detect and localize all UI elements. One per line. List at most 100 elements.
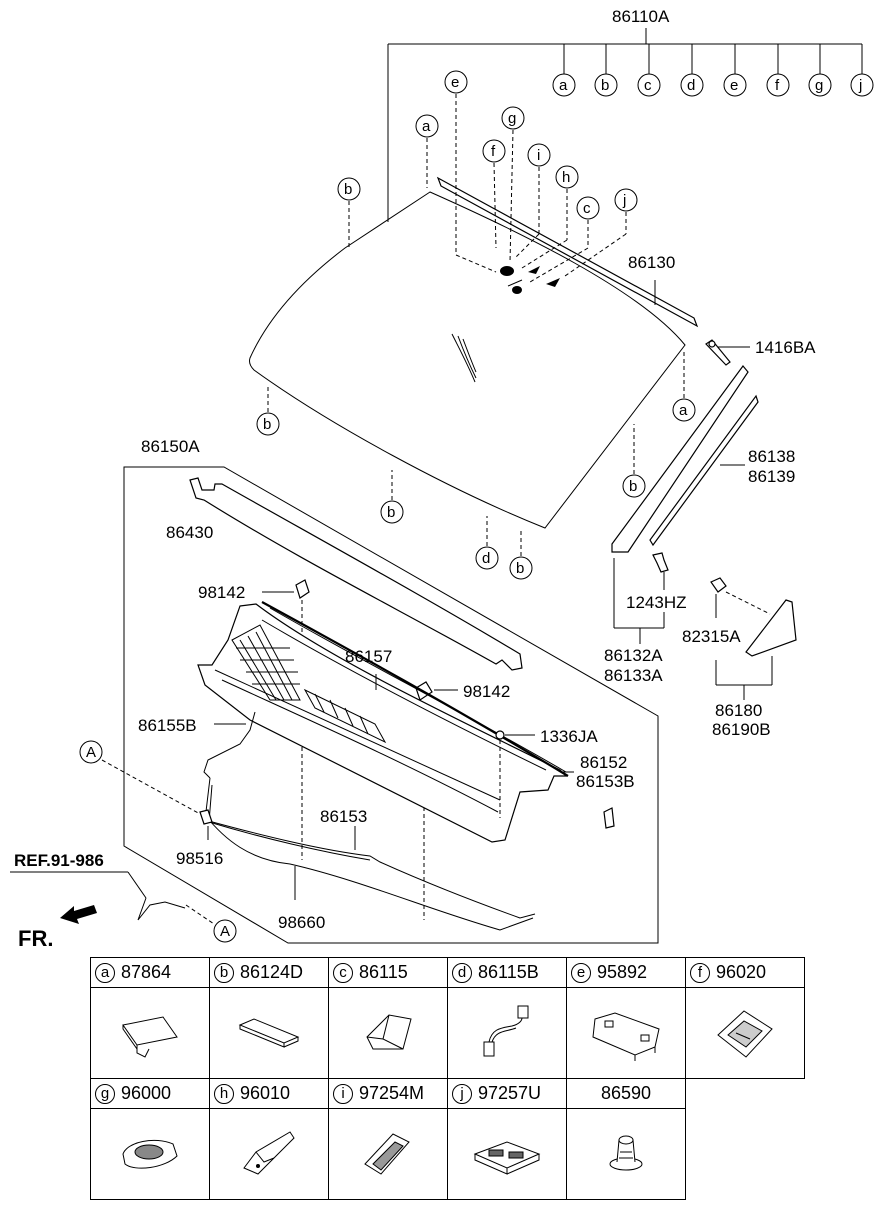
label-86155B[interactable]: 86155B — [138, 716, 197, 735]
side-moulding-86138[interactable] — [611, 365, 759, 553]
label-82315A[interactable]: 82315A — [682, 627, 741, 646]
bracket-86110A: 86110A — [387, 7, 863, 222]
pad-86115-icon — [366, 1014, 412, 1050]
legend-part-number: 97257U — [478, 1083, 542, 1103]
legend-cell-h[interactable]: h 96010 — [209, 1078, 329, 1200]
legend-letter-circle: c — [333, 962, 353, 983]
callout-i: i — [537, 147, 540, 164]
reference-label: REF.91-986 — [10, 851, 186, 921]
label-86139[interactable]: 86139 — [748, 467, 795, 486]
legend-letter-circle: j — [452, 1083, 472, 1104]
callout-b-bottom: b — [387, 504, 395, 521]
ref-label[interactable]: REF.91-986 — [14, 851, 104, 870]
label-98516[interactable]: 98516 — [176, 849, 223, 868]
label-86157[interactable]: 86157 — [345, 647, 392, 666]
circle-letter-d: d — [687, 77, 695, 94]
seal-86155B[interactable] — [203, 711, 256, 779]
seal-strip-86430[interactable] — [189, 477, 523, 671]
label-1416BA[interactable]: 1416BA — [755, 338, 816, 357]
label-86153[interactable]: 86153 — [320, 807, 367, 826]
front-label: FR. — [18, 926, 53, 951]
legend-letter-circle: g — [95, 1083, 115, 1104]
legend-part-number: 96010 — [240, 1083, 291, 1103]
legend-part-number: 86115 — [359, 962, 408, 982]
washer-hose-98660[interactable] — [204, 814, 534, 931]
seal-86152[interactable] — [560, 771, 615, 829]
screw-1243HZ[interactable] — [652, 552, 669, 590]
label-86430[interactable]: 86430 — [166, 523, 213, 542]
callout-a-top: a — [422, 118, 431, 135]
clip-87864-icon — [122, 1016, 178, 1058]
label-86132A[interactable]: 86132A — [604, 646, 663, 665]
legend-part-number: 86124D — [240, 962, 304, 982]
callout-b-right: b — [629, 478, 637, 495]
label-98142-right[interactable]: 98142 — [463, 682, 510, 701]
legend-letter-circle: a — [95, 962, 115, 983]
legend-part-number: 95892 — [597, 962, 648, 982]
legend-cell-g[interactable]: g 96000 — [90, 1078, 210, 1200]
label-86153B[interactable]: 86153B — [576, 772, 635, 791]
label-86190B[interactable]: 86190B — [712, 720, 771, 739]
cowl-top-panel-86157[interactable] — [197, 603, 568, 843]
bracket-86132A — [613, 558, 665, 644]
label-86152[interactable]: 86152 — [580, 753, 627, 772]
label-86130[interactable]: 86130 — [628, 253, 675, 272]
clip-1416BA[interactable] — [705, 339, 750, 366]
module-97257U-icon — [473, 1141, 541, 1175]
windshield-glass[interactable] — [249, 191, 686, 529]
legend-letter-circle: f — [690, 962, 710, 983]
section-markers: A A — [79, 740, 237, 943]
circle-letter-c: c — [644, 77, 652, 94]
label-86180[interactable]: 86180 — [715, 701, 762, 720]
cover-96020-icon — [717, 1010, 773, 1058]
bracket-letter-circles: a b c d e f g j — [552, 73, 874, 97]
legend-cell-b[interactable]: b 86124D — [209, 957, 329, 1079]
legend-part-number: 86590 — [600, 1083, 652, 1103]
callout-d: d — [482, 550, 490, 567]
connector-98516[interactable] — [199, 809, 213, 840]
legend-letter-circle: b — [214, 962, 234, 983]
circle-letter-j: j — [858, 77, 862, 94]
legend-letter-circle: d — [452, 962, 472, 983]
legend-part-number: 96000 — [121, 1083, 172, 1103]
callout-a-right: a — [679, 402, 688, 419]
label-86133A[interactable]: 86133A — [604, 666, 663, 685]
label-1243HZ[interactable]: 1243HZ — [626, 593, 686, 612]
legend-letter-circle: h — [214, 1083, 234, 1104]
callout-b-upper-left: b — [344, 181, 352, 198]
front-direction: FR. — [18, 905, 97, 951]
legend-part-number: 97254M — [359, 1083, 425, 1103]
legend-cell-c[interactable]: c 86115 — [328, 957, 448, 1079]
callout-b-left: b — [263, 416, 271, 433]
top-moulding-86130[interactable] — [436, 176, 699, 328]
camera-97254M-icon — [364, 1133, 410, 1175]
label-86110A[interactable]: 86110A — [612, 7, 670, 26]
legend-cell-j[interactable]: j 97257U — [447, 1078, 567, 1200]
label-98142-left[interactable]: 98142 — [198, 583, 245, 602]
clip-1336JA[interactable] — [495, 730, 535, 818]
label-86150A[interactable]: 86150A — [141, 437, 200, 456]
section-marker-a-top: A — [86, 744, 96, 761]
strip-86124D-icon — [238, 1018, 300, 1048]
label-98660[interactable]: 98660 — [278, 913, 325, 932]
corner-cover-86180[interactable] — [710, 577, 797, 700]
callout-j: j — [622, 192, 626, 209]
legend-cell-86590[interactable]: 86590 — [566, 1078, 686, 1200]
washer-hose-86153[interactable] — [204, 777, 536, 919]
callout-c: c — [583, 200, 591, 217]
windshield-lower-seal — [261, 601, 569, 777]
label-86138[interactable]: 86138 — [748, 447, 795, 466]
circle-letter-b: b — [601, 77, 609, 94]
callout-b-bottom-right: b — [516, 560, 524, 577]
sensor-parts-cluster — [500, 266, 560, 294]
glass-callouts: e a g f i h c j b b b d b b a — [256, 70, 696, 580]
label-1336JA[interactable]: 1336JA — [540, 727, 598, 746]
